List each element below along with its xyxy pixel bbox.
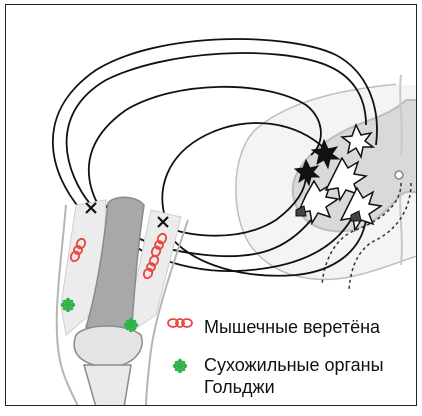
spindle-icon xyxy=(166,316,194,330)
legend-item-golgi: Сухожильные органы Гольджи xyxy=(170,354,384,398)
legend-label-golgi: Сухожильные органы Гольджи xyxy=(204,354,384,398)
legend-label-golgi-line2: Гольджи xyxy=(204,376,384,398)
reflex-arc-diagram xyxy=(6,5,417,406)
legend-label-spindles: Мышечные веретёна xyxy=(204,316,380,338)
leg xyxy=(57,197,188,406)
legend-item-spindles: Мышечные веретёна xyxy=(166,316,380,338)
golgi-star-icon xyxy=(170,356,190,376)
central-canal xyxy=(395,171,403,179)
legend-label-golgi-line1: Сухожильные органы xyxy=(204,354,384,376)
diagram-frame: Мышечные веретёна Сухожильные органы Гол… xyxy=(5,4,417,406)
spinal-cord xyxy=(237,75,417,290)
tibia xyxy=(84,365,131,406)
knee-joint xyxy=(74,326,142,367)
